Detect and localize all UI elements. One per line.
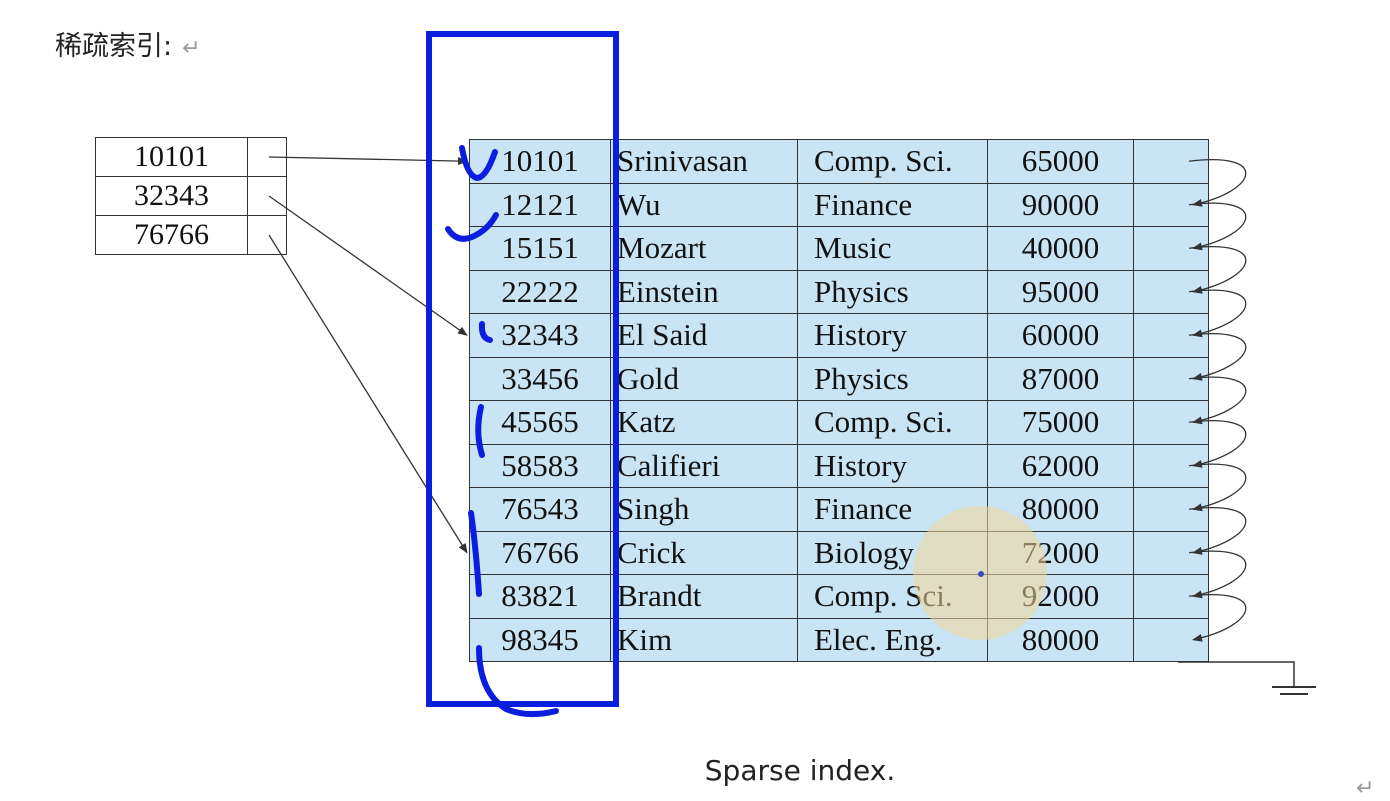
record-salary: 95000 — [987, 269, 1134, 314]
record-pointer — [1133, 139, 1209, 184]
page-heading: 稀疏索引: ↵ — [55, 24, 201, 63]
record-salary: 75000 — [987, 400, 1134, 445]
record-id: 45565 — [469, 400, 611, 445]
record-name: Califieri — [610, 443, 798, 488]
record-name: Singh — [610, 487, 798, 532]
record-salary: 40000 — [987, 226, 1134, 271]
record-id: 58583 — [469, 443, 611, 488]
record-name: Mozart — [610, 226, 798, 271]
record-id: 76766 — [469, 530, 611, 575]
record-name: Gold — [610, 356, 798, 401]
record-salary: 90000 — [987, 182, 1134, 227]
return-mark-bottom: ↵ — [1356, 776, 1375, 801]
record-dept: History — [797, 443, 988, 488]
record-pointer — [1133, 530, 1209, 575]
record-id: 12121 — [469, 182, 611, 227]
return-mark: ↵ — [182, 36, 201, 61]
index-row: 76766 — [95, 215, 287, 255]
record-id: 76543 — [469, 487, 611, 532]
record-pointer — [1133, 574, 1209, 619]
record-pointer — [1133, 487, 1209, 532]
record-dept: Physics — [797, 356, 988, 401]
index-row: 10101 — [95, 137, 287, 177]
index-pointer — [247, 137, 287, 177]
record-pointer — [1133, 313, 1209, 358]
record-dept: Physics — [797, 269, 988, 314]
record-pointer — [1133, 269, 1209, 314]
record-dept: Elec. Eng. — [797, 617, 988, 662]
index-pointer-arrow — [268, 195, 468, 336]
record-salary: 65000 — [987, 139, 1134, 184]
record-salary: 80000 — [987, 487, 1134, 532]
record-id: 33456 — [469, 356, 611, 401]
record-dept: Comp. Sci. — [797, 400, 988, 445]
record-salary: 87000 — [987, 356, 1134, 401]
record-id: 32343 — [469, 313, 611, 358]
record-name: Einstein — [610, 269, 798, 314]
record-dept: Music — [797, 226, 988, 271]
record-id: 15151 — [469, 226, 611, 271]
record-salary: 62000 — [987, 443, 1134, 488]
record-name: Kim — [610, 617, 798, 662]
record-pointer — [1133, 617, 1209, 662]
record-name: El Said — [610, 313, 798, 358]
index-key: 10101 — [95, 137, 248, 177]
heading-text: 稀疏索引: — [55, 31, 173, 62]
record-id: 22222 — [469, 269, 611, 314]
record-id: 10101 — [469, 139, 611, 184]
record-dept: Finance — [797, 487, 988, 532]
record-pointer — [1133, 400, 1209, 445]
record-name: Crick — [610, 530, 798, 575]
index-key: 76766 — [95, 215, 248, 255]
record-name: Wu — [610, 182, 798, 227]
index-pointer-arrow — [268, 234, 468, 554]
record-id: 98345 — [469, 617, 611, 662]
index-pointer — [247, 176, 287, 216]
record-dept: History — [797, 313, 988, 358]
record-salary: 80000 — [987, 617, 1134, 662]
record-dept: Finance — [797, 182, 988, 227]
index-pointer — [247, 215, 287, 255]
index-pointer-arrow — [268, 156, 468, 166]
record-id: 83821 — [469, 574, 611, 619]
figure-caption: Sparse index. — [0, 754, 1390, 787]
record-salary: 60000 — [987, 313, 1134, 358]
record-name: Brandt — [610, 574, 798, 619]
record-dept: Biology — [797, 530, 988, 575]
record-pointer — [1133, 226, 1209, 271]
record-dept: Comp. Sci. — [797, 574, 988, 619]
record-pointer — [1133, 182, 1209, 227]
record-pointer — [1133, 356, 1209, 401]
record-name: Katz — [610, 400, 798, 445]
index-key: 32343 — [95, 176, 248, 216]
caption-text: Sparse index. — [704, 754, 896, 787]
null-pointer-ground-icon — [1178, 661, 1316, 695]
record-pointer — [1133, 443, 1209, 488]
record-salary: 92000 — [987, 574, 1134, 619]
record-salary: 72000 — [987, 530, 1134, 575]
record-name: Srinivasan — [610, 139, 798, 184]
index-row: 32343 — [95, 176, 287, 216]
index-pointer-arrows — [268, 156, 468, 554]
record-dept: Comp. Sci. — [797, 139, 988, 184]
